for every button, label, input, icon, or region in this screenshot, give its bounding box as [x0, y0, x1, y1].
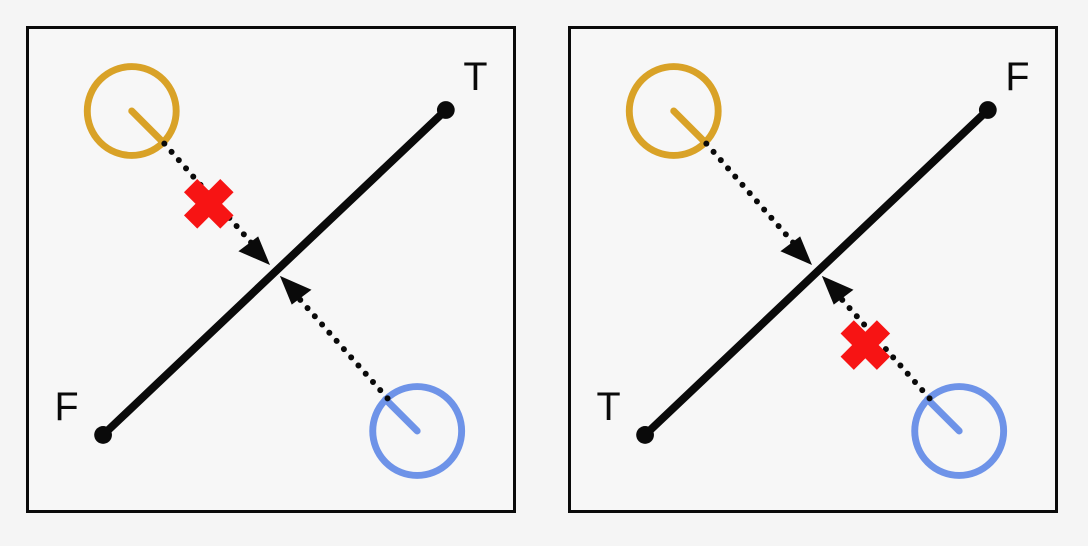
- segment-endpoint-dot-start: [94, 426, 112, 444]
- label-top-right: F: [1005, 55, 1029, 99]
- red-x-blocker: [840, 320, 891, 370]
- label-bottom-left: F: [54, 385, 78, 429]
- blue-circle-icon: [911, 383, 1008, 479]
- orange-circle-icon: [625, 63, 722, 159]
- segment-endpoint-dot-start: [636, 426, 654, 444]
- left-panel-graphic: F T: [54, 55, 488, 479]
- solid-segment: [99, 106, 450, 439]
- solid-segment: [641, 106, 992, 439]
- orange-circle-icon: [83, 63, 180, 159]
- label-top-right: T: [463, 55, 487, 99]
- blue-circle-icon: [369, 383, 466, 479]
- orange-to-line-arrow: [703, 140, 813, 266]
- right-panel: T F: [568, 26, 1058, 513]
- blue-to-line-arrow: [279, 275, 391, 402]
- right-panel-graphic: T F: [596, 55, 1030, 479]
- segment-endpoint-dot-end: [978, 101, 997, 119]
- red-x-blocker: [183, 179, 234, 229]
- left-panel: F T: [26, 26, 516, 513]
- label-bottom-left: T: [596, 385, 620, 429]
- segment-endpoint-dot-end: [436, 101, 455, 119]
